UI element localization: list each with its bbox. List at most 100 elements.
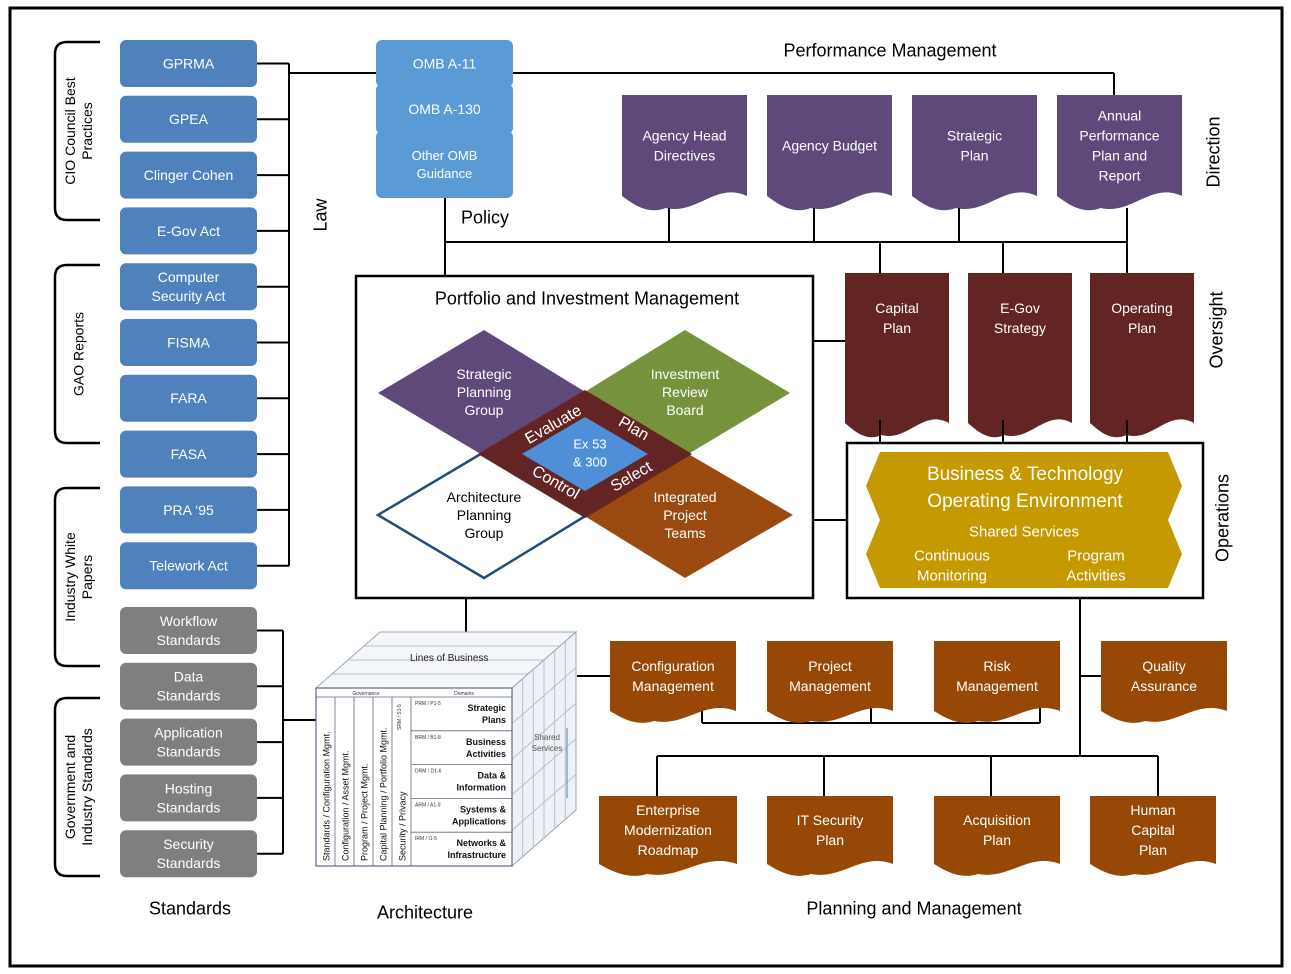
cube-governance-column: Program / Project Mgmt. <box>360 763 370 861</box>
cube-row-name: Networks &Infrastructure <box>447 838 506 860</box>
law-box-label: E-Gov Act <box>157 223 220 239</box>
cube-grid-line <box>511 774 577 831</box>
oversight-document <box>845 273 949 438</box>
cube-grid-line <box>511 667 577 724</box>
group-label: GAO Reports <box>70 312 86 396</box>
law-box-label: PRA ‘95 <box>163 502 214 518</box>
cube-row-name: Data &Information <box>457 771 507 793</box>
policy-box-label: OMB A-11 <box>413 55 477 71</box>
standard-box <box>120 662 257 710</box>
law-label: Law <box>310 197 330 231</box>
outer-frame <box>8 6 1284 968</box>
cube-governance-column: Configuration / Asset Mgmt. <box>341 750 351 861</box>
law-box <box>120 151 257 199</box>
planning-document <box>1090 796 1216 876</box>
oversight-document <box>1090 273 1194 438</box>
law-box <box>120 374 257 422</box>
direction-document <box>912 95 1037 211</box>
direction-document <box>1057 95 1182 211</box>
shared-services-label: Shared Services <box>969 523 1079 540</box>
law-box-label: FASA <box>171 446 207 462</box>
law-box-label: GPEA <box>169 111 209 127</box>
law-box-label: FISMA <box>167 334 210 350</box>
direction-document-label: Agency Budget <box>782 137 877 153</box>
law-box <box>120 40 257 87</box>
cube-srm-label: SRM / S1-5 <box>397 704 403 730</box>
planning-document <box>599 796 737 876</box>
policy-box <box>376 131 513 198</box>
center-exhibit-diamond <box>522 417 648 491</box>
planning-document <box>934 796 1060 876</box>
portfolio-title: Portfolio and Investment Management <box>435 288 739 308</box>
cube-grid-line <box>511 738 577 796</box>
direction-document <box>622 95 747 211</box>
planning-document <box>934 641 1060 723</box>
law-box <box>120 95 257 143</box>
group-bracket <box>53 40 100 222</box>
operations-label: Operations <box>1212 474 1232 562</box>
group-bracket <box>53 486 100 668</box>
planning-document <box>767 796 893 876</box>
law-box <box>120 542 257 590</box>
cube-row-code: IRM / I1-5 <box>415 836 437 842</box>
planning-document <box>767 641 893 723</box>
cube-row-code: PRM / P1-5 <box>415 701 441 707</box>
law-box <box>120 263 257 311</box>
group-bracket <box>53 696 100 878</box>
law-box <box>120 207 257 255</box>
group-label: CIO Council BestPractices <box>62 77 95 184</box>
cube-row-code: DRM / D1-6 <box>415 769 442 775</box>
policy-box <box>376 84 513 134</box>
center-exhibit-label: Ex 53& 300 <box>573 437 607 470</box>
standard-box <box>120 774 257 822</box>
law-box-label: Telework Act <box>149 558 228 574</box>
cube-governance-column: Capital Planning / Portfolio Mgmt. <box>379 727 389 861</box>
architecture-label: Architecture <box>377 902 473 922</box>
cube-governance-column: Security / Privacy <box>398 791 408 861</box>
law-box-label: GPRMA <box>163 55 215 71</box>
cube-row-code: ARM / A1-9 <box>415 802 441 808</box>
planning-document <box>1101 641 1227 723</box>
cube-governance-column: Standards / Configuration Mgmt. <box>322 731 332 861</box>
group-label: Government andIndustry Standards <box>62 728 95 846</box>
law-box <box>120 319 257 366</box>
policy-box <box>376 40 513 87</box>
policy-box-label: OMB A-130 <box>408 101 481 117</box>
cube-front-face <box>315 687 513 867</box>
performance-label: Performance Management <box>783 40 996 60</box>
standard-box <box>120 607 257 654</box>
group-bracket <box>53 263 100 445</box>
planning-label: Planning and Management <box>806 898 1021 918</box>
policy-label: Policy <box>461 207 509 227</box>
standard-box <box>120 830 257 878</box>
law-box <box>120 486 257 534</box>
law-box <box>120 430 257 478</box>
cube-row-name: Systems &Applications <box>452 804 507 826</box>
